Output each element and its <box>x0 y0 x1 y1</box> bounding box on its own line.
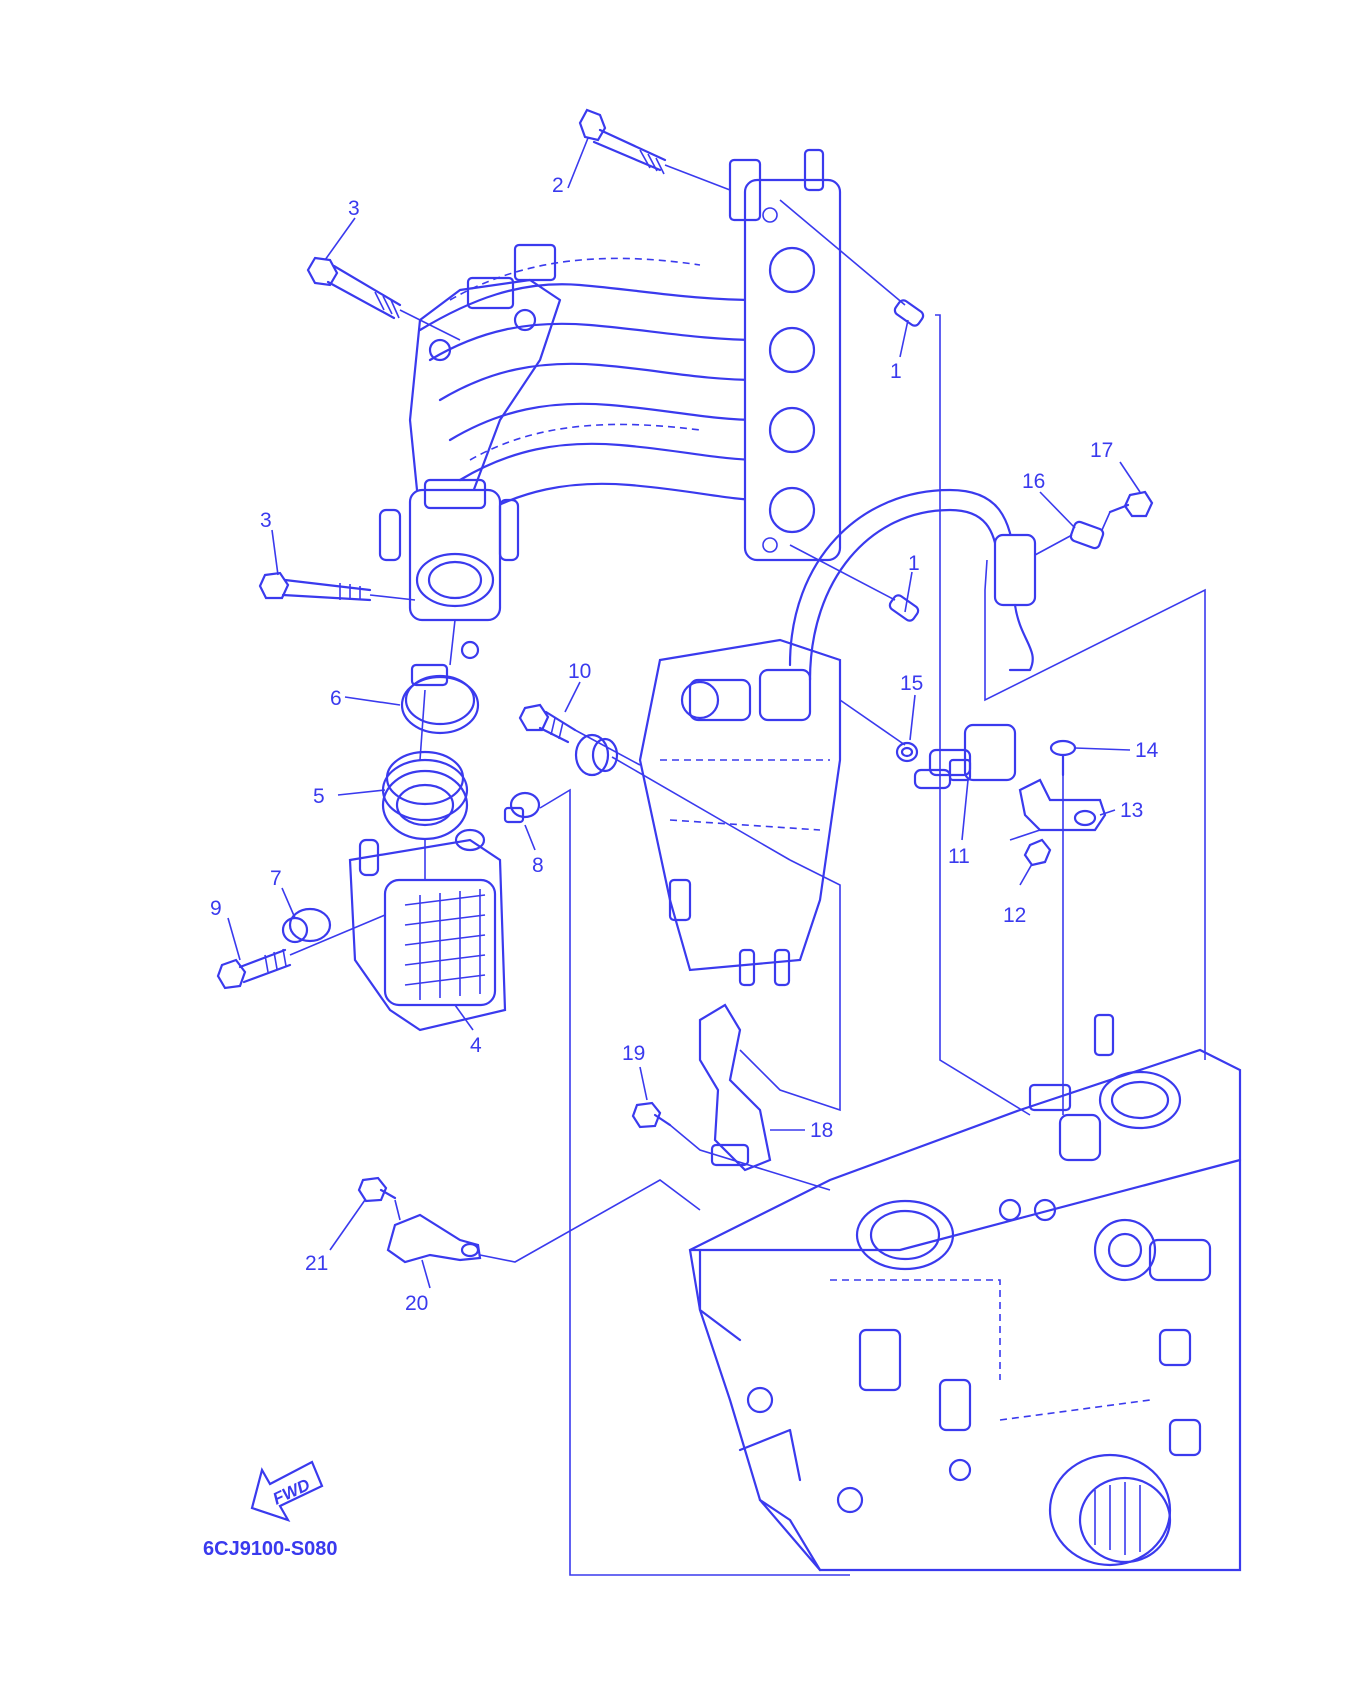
callout-21: 21 <box>305 1252 328 1275</box>
cylinder-block <box>688 1013 1242 1572</box>
screw-14 <box>1049 739 1077 777</box>
screw-17 <box>1108 490 1154 518</box>
silencer-grille <box>404 889 486 1000</box>
intake-silencer <box>348 828 507 1032</box>
screw-19 <box>631 1101 672 1129</box>
grommet-7 <box>281 907 332 944</box>
callout-18: 18 <box>810 1119 833 1142</box>
screw-21 <box>357 1176 397 1203</box>
hose-clamp-6 <box>400 663 480 735</box>
bracket-18 <box>698 1003 772 1172</box>
callout-14: 14 <box>1135 739 1159 762</box>
callout-4: 4 <box>470 1034 482 1057</box>
grommet-10 <box>574 733 619 777</box>
callout-7: 7 <box>270 867 282 890</box>
callout-17: 17 <box>1090 439 1113 462</box>
clip-16 <box>1069 520 1105 550</box>
callout-20: 20 <box>405 1292 428 1315</box>
assembly-lines <box>289 164 1206 1576</box>
vapor-hose <box>788 488 1037 682</box>
dowel-pin-1-mid <box>888 594 920 622</box>
callout-labels: 1 1 2 3 3 4 5 6 7 8 9 10 11 12 13 14 15 … <box>210 174 1159 1315</box>
bolt-2 <box>578 108 667 175</box>
callout-16: 16 <box>1022 470 1045 493</box>
callout-10: 10 <box>568 660 591 683</box>
callout-8: 8 <box>532 854 544 877</box>
solenoid-valve-11 <box>913 723 1017 790</box>
clip-15 <box>895 741 919 763</box>
callout-3-mid: 3 <box>260 509 272 532</box>
callout-19: 19 <box>622 1042 645 1065</box>
bolt-9 <box>216 948 292 990</box>
diagram-code: 6CJ9100-S080 <box>203 1538 338 1560</box>
bracket-20 <box>386 1213 482 1264</box>
fwd-arrow-icon: FWD <box>250 1460 324 1522</box>
bolt-3-mid <box>258 571 372 602</box>
throttle-body <box>378 478 520 660</box>
vapor-separator-tank <box>638 638 842 987</box>
callout-3-top: 3 <box>348 197 360 220</box>
callout-5: 5 <box>313 785 325 808</box>
callout-11: 11 <box>948 845 970 868</box>
callout-13: 13 <box>1120 799 1143 822</box>
dowel-pin-1-top <box>893 299 925 327</box>
callout-9: 9 <box>210 897 222 920</box>
callout-15: 15 <box>900 672 923 695</box>
callout-6: 6 <box>330 687 342 710</box>
callout-12: 12 <box>1003 904 1026 927</box>
nut-12 <box>1023 838 1052 867</box>
callout-leaders <box>227 137 1141 1289</box>
collar-8 <box>503 791 541 824</box>
intake-joint-5 <box>381 750 469 841</box>
bolt-10 <box>518 703 577 744</box>
callout-1-mid: 1 <box>908 552 920 575</box>
bolt-3-top <box>306 256 402 320</box>
callout-1-top: 1 <box>890 360 902 383</box>
callout-2: 2 <box>552 174 564 197</box>
